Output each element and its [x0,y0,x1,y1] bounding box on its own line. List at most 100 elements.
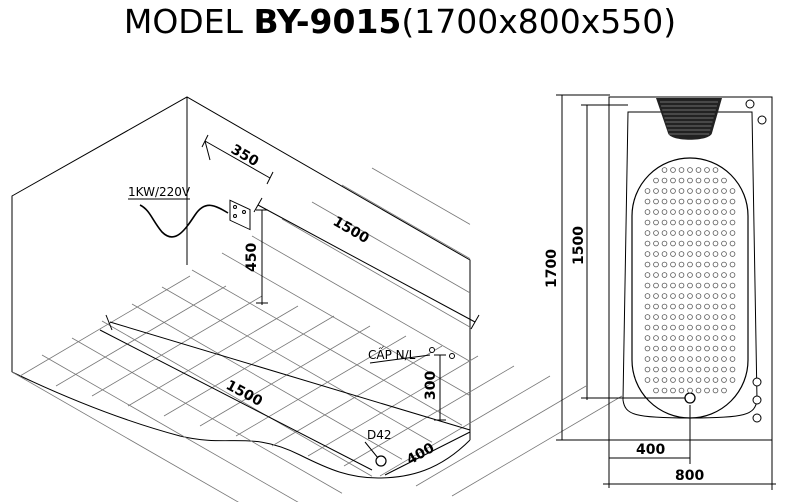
air-jet [721,314,727,320]
air-jet [653,251,659,257]
power-label: 1KW/220V [128,185,191,199]
dim-450-text: 450 [244,243,260,272]
air-jet [653,230,659,236]
air-jet [670,219,676,226]
air-jet [670,314,676,320]
air-jet [704,324,710,331]
junction-box [229,199,251,231]
dim-350-line [204,140,271,179]
air-jet [729,230,736,236]
air-jet [670,251,676,257]
air-jet [704,251,710,257]
air-jet [729,251,736,257]
air-jet [644,345,651,352]
air-jet [644,188,651,194]
fitting-bottom-2 [752,395,762,405]
air-jet [704,282,710,289]
air-jet [712,230,719,236]
air-jet [695,167,702,173]
air-jet [704,272,710,278]
air-jet [695,356,702,362]
air-jet [678,219,685,226]
air-jet [729,366,736,373]
dim-1500-top-text: 1500 [330,214,372,247]
dim-400-plan-text: 400 [636,442,665,458]
air-jet [661,366,668,373]
air-jet [661,324,668,331]
air-jet [670,272,676,278]
air-jet [704,261,710,268]
air-jet [687,261,693,268]
floor-grid-line [235,335,407,437]
floor-grid-line [199,325,371,427]
floor-grid-line [91,295,263,397]
air-jet [661,272,668,278]
air-jet [695,209,702,215]
air-jet [678,335,685,341]
air-jet [712,198,719,205]
air-jet [644,324,651,331]
air-jet [695,282,702,289]
air-jet [704,198,710,205]
air-jet [721,387,727,394]
air-jet [721,356,727,362]
tub-fittings [684,99,767,423]
air-jet [695,188,702,194]
air-jet [729,198,736,205]
air-jet [670,335,676,341]
floor-grid-line [191,269,463,426]
floor-grid-line [11,371,239,502]
air-jet [670,198,676,205]
air-jet [661,240,668,247]
air-jet [712,366,719,373]
air-jet [670,240,676,247]
air-jet [661,303,668,310]
fitting-bottom-1 [752,377,762,387]
air-jet [704,335,710,341]
air-jet [687,314,693,320]
dim-1500-floor-text: 1500 [223,377,265,410]
floor-grid-line [343,365,515,467]
air-jet [661,251,668,257]
air-jet [695,251,702,257]
air-jet [678,188,685,194]
dim-300-text: 300 [423,371,439,400]
floor-grid-line [19,275,191,377]
air-jet [729,356,736,362]
floor-grid-line [41,354,299,502]
supply-label: CẤP N/L [368,346,416,362]
air-jet [704,314,710,320]
air-jet [729,293,736,299]
floor-grid-line [371,167,471,225]
supply-leader [369,354,431,364]
fitting-bottom-3 [752,413,762,423]
air-jet [653,366,659,373]
dim-1500-side-text: 1500 [571,226,587,265]
air-jet [670,324,676,331]
air-jet [695,387,702,394]
floor-grid-line [341,184,471,259]
air-jet [661,377,668,383]
air-jet [670,293,676,299]
air-jet [653,261,659,268]
air-jet [653,324,659,331]
air-jet [661,261,668,268]
air-jet [704,377,710,383]
air-jet [644,356,651,362]
air-jet [644,198,651,205]
air-jet [653,188,659,194]
air-jet [729,314,736,320]
dim-1700-text: 1700 [544,249,560,288]
air-jet [721,188,727,194]
air-jet [678,293,685,299]
air-jet [721,345,727,352]
air-jet [644,272,651,278]
model-number: BY-9015 [253,2,402,41]
air-jet [695,303,702,310]
air-jet [653,314,659,320]
air-jet [712,251,719,257]
air-jet [687,251,693,257]
air-jet [670,261,676,268]
air-jet [721,219,727,226]
model-size: (1700x800x550) [401,2,677,41]
